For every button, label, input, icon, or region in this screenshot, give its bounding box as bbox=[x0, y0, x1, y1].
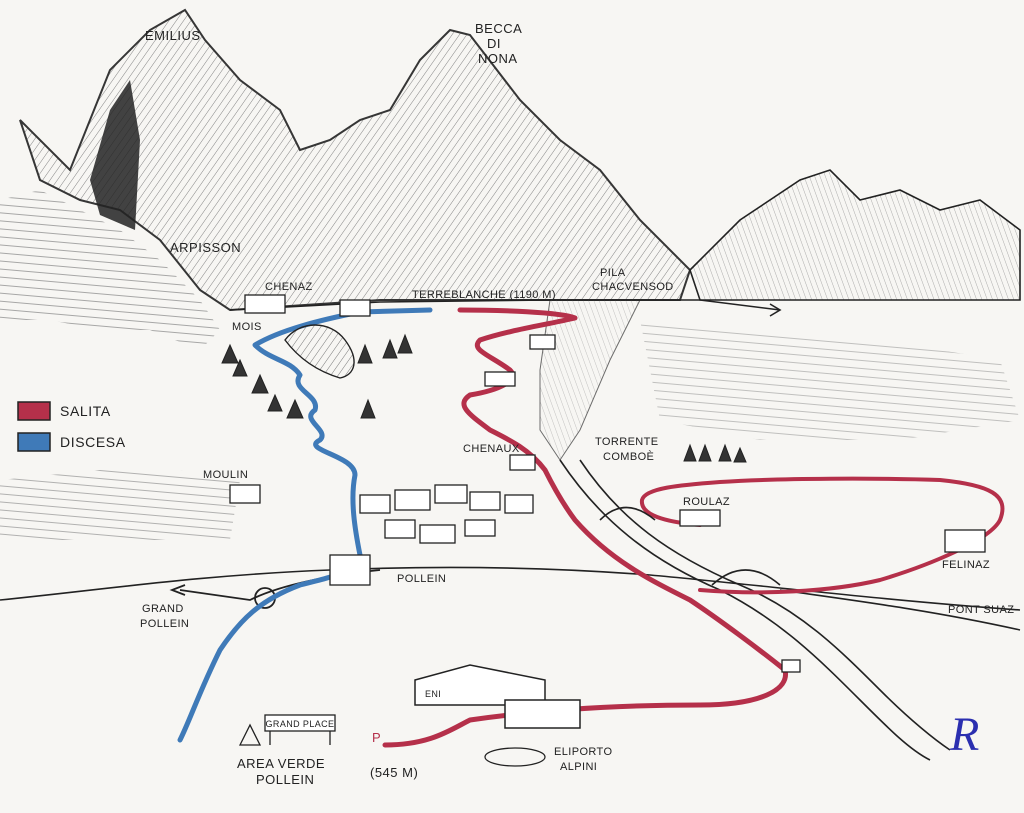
valley-center-slopes bbox=[539, 299, 641, 461]
heliport-pad bbox=[484, 747, 546, 767]
label-pila-1: PILA bbox=[600, 267, 626, 279]
village-pollein bbox=[329, 484, 534, 586]
label-pont-suaz: PONT SUAZ bbox=[948, 604, 1014, 616]
valley-ground bbox=[0, 566, 1021, 611]
descent-route bbox=[177, 307, 433, 743]
bridge-felinaz bbox=[711, 569, 781, 586]
label-eliporto-1: ELIPORTO bbox=[554, 746, 612, 758]
legend: SALITA DISCESA bbox=[17, 401, 126, 452]
legend-descent-label: DISCESA bbox=[60, 434, 126, 450]
legend-ascent-label: SALITA bbox=[60, 403, 111, 419]
terrain-lines bbox=[0, 299, 1021, 761]
label-felinaz: FELINAZ bbox=[942, 559, 990, 571]
label-torrente-1: TORRENTE bbox=[595, 436, 659, 448]
label-area-verde-1: AREA VERDE bbox=[237, 756, 325, 771]
rock-outcrop bbox=[284, 324, 355, 379]
label-terre-blanche: TERREBLANCHE (1190 m) bbox=[412, 289, 556, 301]
river bbox=[559, 459, 931, 761]
place-labels: EMILIUS BECCA di NONA ARPISSON CHENAZ MO… bbox=[140, 21, 1014, 787]
grand-place-sign: GRAND PLACE bbox=[238, 714, 336, 746]
label-eni: ENI bbox=[425, 689, 441, 699]
label-emilius: EMILIUS bbox=[145, 28, 201, 43]
label-area-verde-alt: (545 m) bbox=[370, 765, 418, 780]
bridges bbox=[599, 506, 781, 586]
label-becca-2: di bbox=[487, 36, 501, 51]
legend-swatch-ascent bbox=[17, 401, 51, 421]
right-lower-slopes bbox=[640, 320, 1020, 440]
hamlets bbox=[229, 294, 986, 553]
label-becca-3: NONA bbox=[478, 51, 518, 66]
trees bbox=[221, 333, 747, 463]
ridge-line bbox=[229, 299, 781, 311]
pila-road-arrow bbox=[769, 303, 782, 317]
artist-signature: R bbox=[949, 708, 979, 761]
label-roulaz: ROULAZ bbox=[683, 496, 730, 508]
pont-suaz-road bbox=[779, 589, 1021, 631]
ascent-route bbox=[382, 307, 788, 748]
label-torrente-2: COMBOÈ bbox=[603, 450, 654, 463]
label-pollein: POLLEIN bbox=[397, 573, 446, 585]
label-pila-2: CHACVENSOD bbox=[592, 281, 674, 293]
label-eliporto-2: ALPINI bbox=[560, 761, 597, 773]
label-grand-pollein-2: POLLEIN bbox=[140, 618, 189, 630]
ascent-route-loop bbox=[639, 476, 1005, 595]
mountain-emilius bbox=[19, 8, 692, 312]
label-grand-pollein-1: GRAND bbox=[142, 603, 184, 615]
label-chenaz: CHENAZ bbox=[265, 281, 313, 293]
label-becca-1: BECCA bbox=[475, 21, 522, 36]
label-moulin: MOULIN bbox=[203, 469, 248, 481]
label-chenaux: CHENAUX bbox=[463, 443, 520, 455]
mountain-emilius-shadow bbox=[90, 80, 140, 230]
river-bank bbox=[579, 459, 951, 751]
bridge-roulaz bbox=[599, 506, 656, 521]
mountain-right bbox=[689, 169, 1021, 301]
left-slopes bbox=[0, 190, 220, 350]
left-lower-slopes bbox=[0, 470, 240, 540]
eni-station bbox=[414, 664, 581, 729]
grand-place-label: GRAND PLACE bbox=[266, 719, 335, 729]
mountains bbox=[0, 8, 1021, 540]
label-parking: P bbox=[372, 730, 381, 745]
label-area-verde-2: POLLEIN bbox=[256, 772, 314, 787]
label-arpisson: ARPISSON bbox=[170, 240, 241, 255]
label-mois: MOIS bbox=[232, 321, 262, 333]
truck bbox=[781, 659, 801, 673]
legend-swatch-descent bbox=[17, 432, 51, 452]
